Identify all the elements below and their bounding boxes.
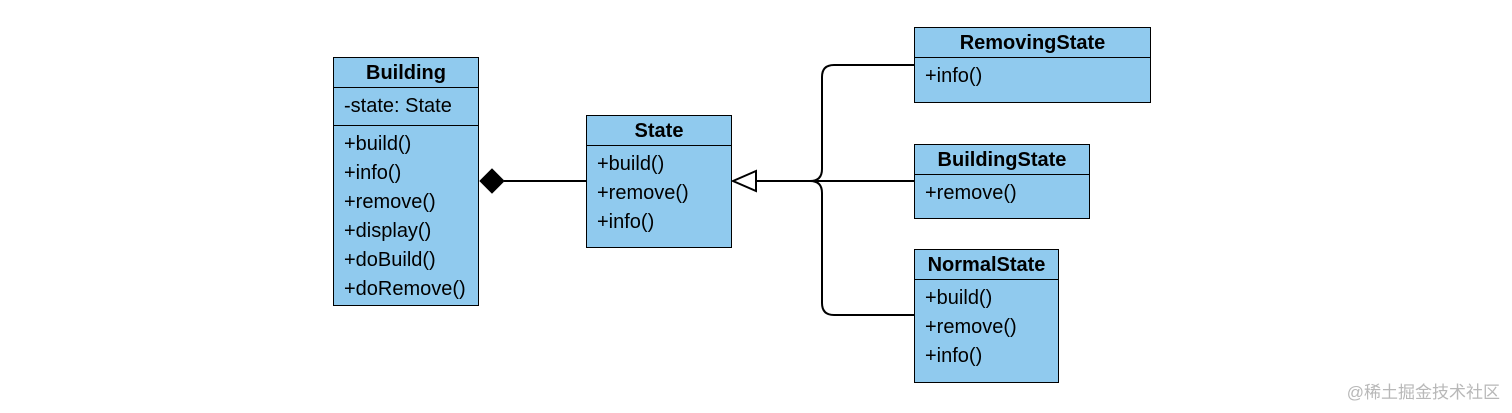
class-normal-state: NormalState +build() +remove() +info() [914,249,1059,383]
generalization-branch-normal [809,180,914,316]
class-name: State [587,116,731,146]
methods-section: +remove() [915,175,1089,212]
method: +info() [344,162,402,184]
class-state: State +build() +remove() +info() [586,115,732,248]
class-name: NormalState [915,250,1058,280]
methods-section: +build() +remove() +info() [587,146,731,241]
methods-section: +info() [915,58,1150,95]
class-removing-state: RemovingState +info() [914,27,1151,103]
method: +display() [344,220,432,242]
class-name: BuildingState [915,145,1089,175]
method: +info() [925,65,983,87]
method: +remove() [344,191,436,213]
method: +doBuild() [344,249,436,271]
method: +info() [597,211,655,233]
class-building-state: BuildingState +remove() [914,144,1090,219]
method: +remove() [925,316,1017,338]
method: +remove() [925,182,1017,204]
method: +remove() [597,182,689,204]
method: +info() [925,345,983,367]
generalization-branch-removing [809,64,914,182]
method: +build() [344,133,412,155]
attributes-section: -state: State [334,88,478,126]
method: +build() [925,287,993,309]
method: +doRemove() [344,278,466,300]
composition-diamond [479,168,505,194]
class-building: Building -state: State +build() +info() … [333,57,479,306]
methods-section: +build() +remove() +info() [915,280,1058,375]
attribute: -state: State [344,95,452,117]
class-name: Building [334,58,478,88]
watermark: @稀土掘金技术社区 [1346,383,1500,402]
method: +build() [597,153,665,175]
class-name: RemovingState [915,28,1150,58]
methods-section: +build() +info() +remove() +display() +d… [334,126,478,308]
generalization-arrowhead [730,169,757,193]
